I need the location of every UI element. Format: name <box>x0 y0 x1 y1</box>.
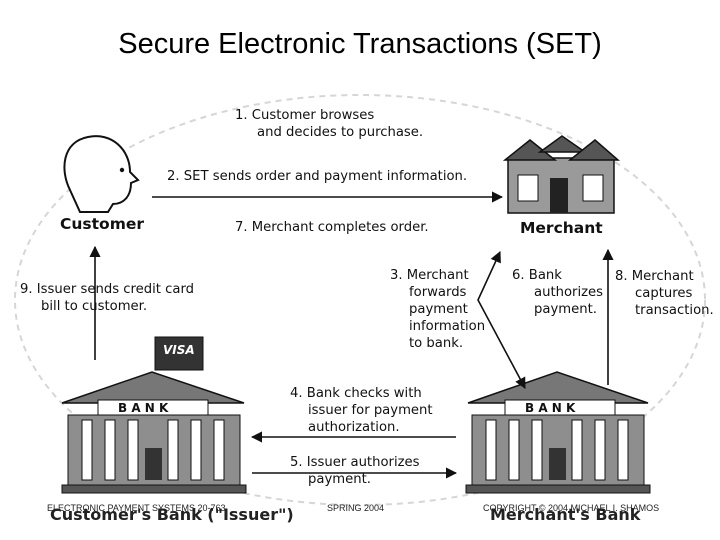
step-6-line-3: payment. <box>534 302 597 317</box>
step-3-line-2: forwards <box>409 285 467 300</box>
step-4-line-1: 4. Bank checks with <box>290 386 422 401</box>
step-1-text: 1. Customer browses and decides to purch… <box>235 108 423 140</box>
step-9-line-1: 9. Issuer sends credit card <box>20 282 194 297</box>
step-8-line-3: transaction. <box>635 303 714 318</box>
step-7-line-1: 7. Merchant completes order. <box>235 220 429 235</box>
step-3-line-4: information <box>409 319 485 334</box>
step-5-line-1: 5. Issuer authorizes <box>290 455 420 470</box>
step-6-text: 6. Bank authorizes payment. <box>512 268 607 317</box>
step-8-line-1: 8. Merchant <box>615 269 694 284</box>
step-3-line-3: payment <box>409 302 468 317</box>
step-4-text: 4. Bank checks with issuer for payment a… <box>290 386 437 435</box>
issuer-bank-building-icon: VISA B A N K <box>61 336 247 494</box>
step-9-text: 9. Issuer sends credit card bill to cust… <box>20 282 198 314</box>
step-2-text: 2. SET sends order and payment informati… <box>167 169 467 184</box>
footer-copyright: COPYRIGHT © 2004 MICHAEL I. SHAMOS <box>483 503 660 513</box>
customer-head-icon <box>63 135 140 213</box>
step-4-line-3: authorization. <box>308 420 400 435</box>
arrow-steps-3-6 <box>477 250 526 389</box>
step-9-line-2: bill to customer. <box>41 299 147 314</box>
step-4-line-2: issuer for payment <box>308 403 433 418</box>
step-6-line-1: 6. Bank <box>512 268 562 283</box>
footer-term: SPRING 2004 <box>327 503 385 513</box>
merchant-label: Merchant <box>520 219 603 237</box>
step-7-text: 7. Merchant completes order. <box>235 220 429 235</box>
step-3-line-5: to bank. <box>409 336 463 351</box>
bank-sign-left: B A N K <box>118 401 169 415</box>
visa-card-label: VISA <box>163 343 195 357</box>
step-6-line-2: authorizes <box>534 285 603 300</box>
merchants-bank-label: Merchant's Bank <box>490 505 641 524</box>
background-ellipse <box>14 94 706 506</box>
step-5-line-2: payment. <box>308 472 371 487</box>
step-8-line-2: captures <box>635 286 692 301</box>
step-2-line-1: 2. SET sends order and payment informati… <box>167 169 467 184</box>
step-3-line-1: 3. Merchant <box>390 268 469 283</box>
customer-label: Customer <box>60 215 144 233</box>
customers-bank-label: Customer's Bank ("Issuer") <box>50 505 294 524</box>
merchant-bank-building-icon: B A N K <box>465 371 651 494</box>
footer-course: ELECTRONIC PAYMENT SYSTEMS 20-763 <box>47 503 226 513</box>
slide-title: Secure Electronic Transactions (SET) <box>118 28 602 60</box>
step-5-text: 5. Issuer authorizes payment. <box>290 455 424 487</box>
merchant-store-icon <box>502 135 621 214</box>
step-1-line-2: and decides to purchase. <box>257 125 423 140</box>
bank-sign-right: B A N K <box>525 401 576 415</box>
step-3-text: 3. Merchant forwards payment information… <box>390 268 489 351</box>
step-1-line-1: 1. Customer browses <box>235 108 374 123</box>
step-8-text: 8. Merchant captures transaction. <box>615 269 714 318</box>
